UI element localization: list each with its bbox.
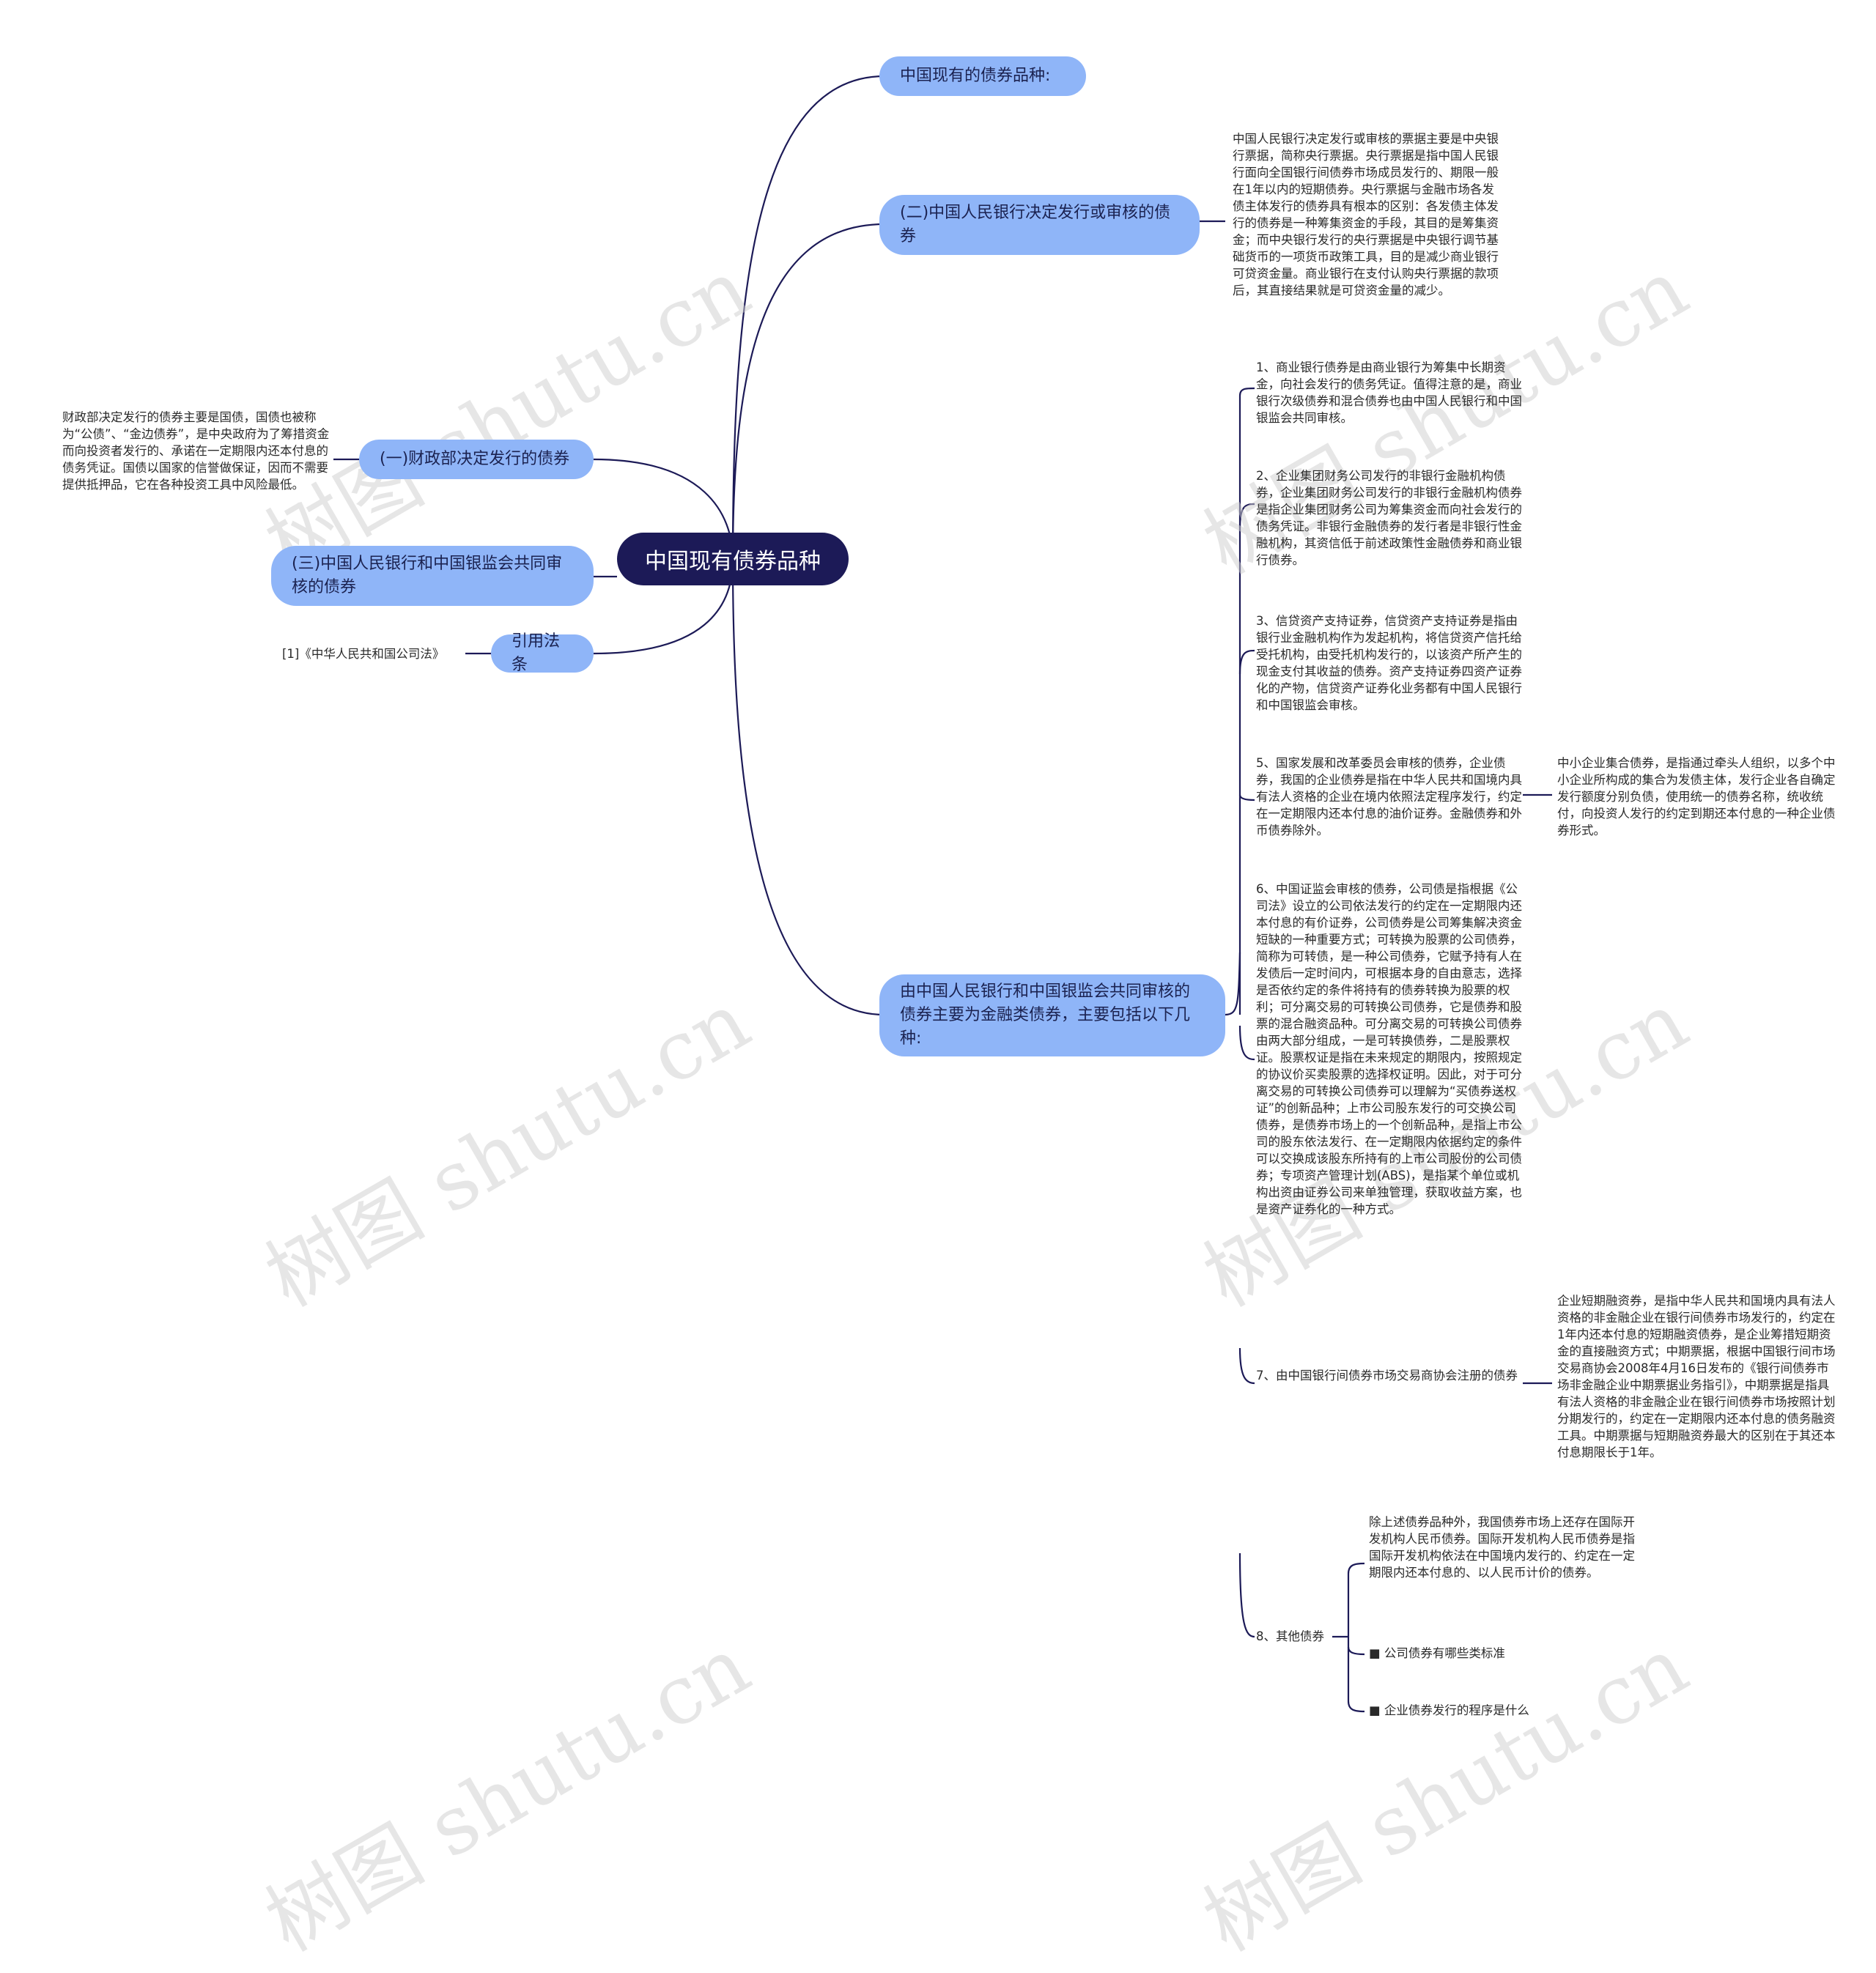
item-ndrc-bonds: 5、国家发展和改革委员会审核的债券，企业债券，我国的企业债券是指在中华人民共和国… — [1256, 756, 1522, 837]
branch-mof-bonds[interactable]: (一)财政部决定发行的债券 — [359, 440, 594, 479]
branch-financial-bonds[interactable]: 由中国人民银行和中国银监会共同审核的债券主要为金融类债券，主要包括以下几种: — [879, 974, 1225, 1056]
item-nafmii-bonds: 7、由中国银行间债券市场交易商协会注册的债券 — [1256, 1369, 1518, 1382]
link-label: 企业债券发行的程序是什么 — [1384, 1703, 1529, 1717]
pboc-description: 中国人民银行决定发行或审核的票据主要是中央银行票据，简称央行票据。央行票据是指中… — [1233, 132, 1499, 297]
item-credit-asset-securities: 3、信贷资产支持证券，信贷资产支持证券是指由银行业金融机构作为发起机构，将信贷资… — [1256, 614, 1522, 712]
law-reference-text: [1]《中华人民共和国公司法》 — [282, 647, 445, 661]
link-label: 公司债券有哪些类标准 — [1384, 1646, 1505, 1660]
branch-existing-types[interactable]: 中国现有的债券品种: — [879, 56, 1086, 96]
item-finance-company-bonds: 2、企业集团财务公司发行的非银行金融机构债券，企业集团财务公司发行的非银行金融机… — [1256, 469, 1522, 567]
root-node[interactable]: 中国现有债券品种 — [617, 533, 849, 585]
item-commercial-bank-bonds: 1、商业银行债券是由商业银行为筹集中长期资金，向社会发行的债务凭证。值得注意的是… — [1256, 360, 1522, 425]
item-panda-bonds: 除上述债券品种外，我国债券市场上还存在国际开发机构人民币债券。国际开发机构人民币… — [1369, 1515, 1635, 1580]
mof-description: 财政部决定发行的债券主要是国债，国债也被称为“公债”、“金边债券”，是中央政府为… — [62, 410, 330, 492]
item-short-term-notes: 企业短期融资券，是指中华人民共和国境内具有法人资格的非金融企业在银行间债券市场发… — [1557, 1294, 1836, 1459]
item-other-bonds: 8、其他债券 — [1256, 1629, 1324, 1643]
link-corporate-bond-standards[interactable]: ■ 公司债券有哪些类标准 — [1369, 1646, 1505, 1660]
item-sme-collective-bonds: 中小企业集合债券，是指通过牵头人组织，以多个中小企业所构成的集合为发债主体，发行… — [1557, 756, 1836, 837]
branch-law-reference[interactable]: 引用法条 — [491, 632, 594, 674]
link-enterprise-bond-procedure[interactable]: ■ 企业债券发行的程序是什么 — [1369, 1703, 1529, 1717]
item-csrc-bonds: 6、中国证监会审核的债券，公司债是指根据《公司法》设立的公司依法发行的约定在一定… — [1256, 882, 1522, 1216]
branch-joint-review-bonds[interactable]: (三)中国人民银行和中国银监会共同审核的债券 — [271, 546, 594, 606]
branch-pboc-bonds[interactable]: (二)中国人民银行决定发行或审核的债券 — [879, 195, 1200, 255]
connector-lines — [333, 75, 1552, 1713]
